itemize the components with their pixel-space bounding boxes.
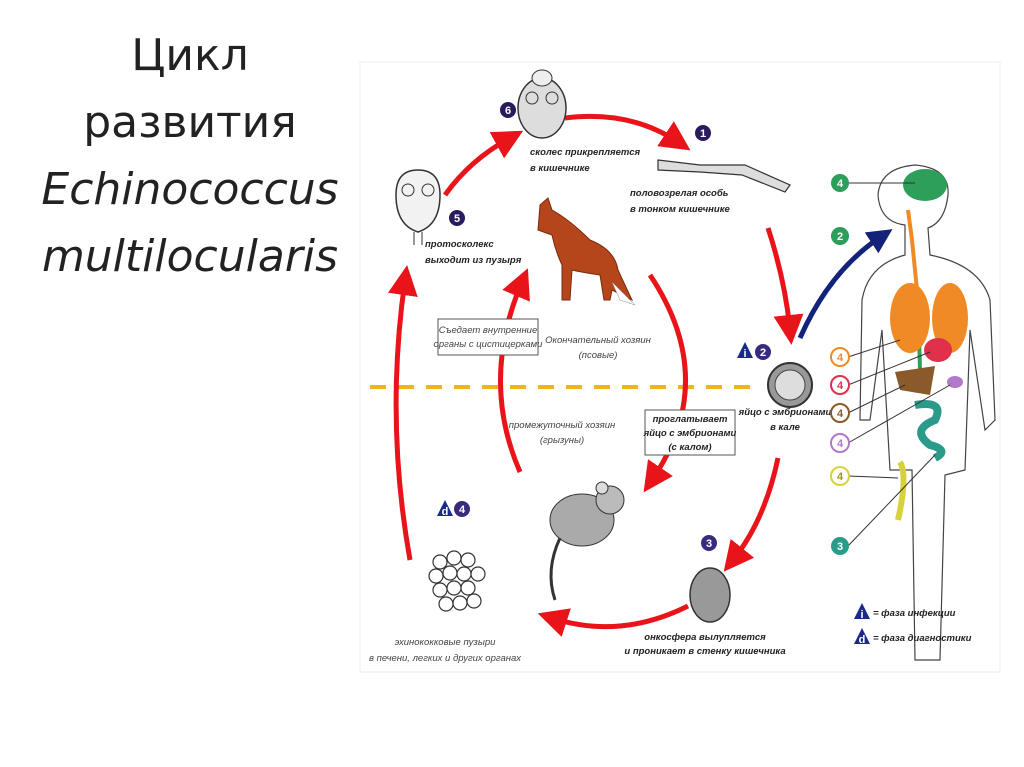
- intermediate-host-label: промежуточный хозяин: [509, 420, 616, 431]
- title-line: Цикл: [131, 30, 249, 81]
- protoscolex-label: протосколекс: [425, 239, 494, 250]
- arrow-to-human: [797, 229, 893, 340]
- stage-number-5: [449, 210, 465, 226]
- diagram-text: Съедает внутренние: [439, 325, 538, 336]
- diagram-text: (с калом): [668, 442, 711, 453]
- arrow-1-to-2: [765, 227, 804, 345]
- diagram-text: 2: [837, 231, 843, 243]
- intermediate-host-label: (грызуны): [540, 435, 584, 446]
- arrow-4-to-5: [388, 265, 418, 561]
- legend-diagnostic-text: = фаза диагностики: [873, 633, 972, 644]
- rodent-illustration: [549, 481, 625, 601]
- arrow-6-to-1: [564, 113, 691, 151]
- diagnostic-phase-marker: [437, 500, 453, 516]
- cysts-illustration: [428, 550, 486, 612]
- stage-number-4: [454, 501, 470, 517]
- diagram-text: 5: [454, 213, 460, 225]
- stage-number-2: [755, 344, 771, 360]
- diagram-text: 4: [459, 504, 466, 516]
- egg-illustration: [767, 362, 813, 408]
- arrow-5-to-6: [442, 130, 524, 197]
- marker-lungs: 4: [830, 339, 901, 367]
- diagram-text: яйцо с эмбрионами: [643, 428, 737, 439]
- diagram-text: 3: [706, 538, 712, 550]
- diagram-text: 4: [837, 352, 844, 364]
- definitive-host-label: (псовые): [579, 350, 618, 361]
- diagram-text: 4: [837, 178, 844, 190]
- diagram-text: i: [860, 609, 863, 621]
- diagram-text: 4: [837, 438, 844, 450]
- oncosphere-illustration: [689, 567, 731, 623]
- adult-label: в тонком кишечнике: [630, 204, 731, 215]
- stage-number-1: [695, 125, 711, 141]
- marker-mouth: 2: [831, 227, 849, 245]
- diagram-text: d: [442, 506, 449, 518]
- legend-infection-text: = фаза инфекции: [873, 608, 956, 619]
- definitive-host-label: Окончательный хозяин: [545, 335, 652, 346]
- legend: i = фаза инфекции d = фаза диагностики: [854, 603, 972, 646]
- scolex-label: сколес прикрепляется: [530, 147, 641, 158]
- arrow-2-to-3: [723, 457, 781, 572]
- cysts-label: в печени, легких и других органах: [369, 653, 522, 664]
- infection-phase-marker: [737, 342, 753, 358]
- fox-illustration: [537, 197, 636, 306]
- arrow-rodent-to-fox: [498, 268, 530, 473]
- marker-spleen: 4: [830, 384, 951, 453]
- stage-number-3: [701, 535, 717, 551]
- marker-brain: 4: [831, 174, 915, 192]
- title-line: развития: [83, 97, 297, 148]
- human-organ-markers: 4 2 4 4 4 4 4 3: [830, 174, 951, 555]
- marker-intestine: 3: [831, 454, 936, 555]
- marker-heart: 4: [830, 351, 931, 395]
- oncosphere-label: онкосфера вылупляется: [644, 632, 766, 643]
- adult-label: половозрелая особь: [630, 188, 729, 199]
- arrow-3-to-4: [537, 603, 690, 637]
- marker-liver: 4: [830, 384, 906, 423]
- legend-infection-marker: [854, 603, 870, 619]
- swallows-egg-box: [644, 409, 736, 456]
- stage-number-text: 6: [505, 105, 511, 117]
- cysts-label: эхинококковые пузыри: [395, 637, 497, 648]
- eats-organs-box: [437, 318, 539, 356]
- diagram-text: 4: [837, 471, 844, 483]
- slide-title: Цикл развития Echinococcus multiloculari…: [20, 22, 360, 290]
- scolex-label: в кишечнике: [530, 163, 590, 174]
- diagram-text: органы с цистицерками: [434, 339, 544, 350]
- scolex-illustration: [517, 69, 567, 139]
- oncosphere-label: и проникает в стенку кишечника: [624, 646, 785, 657]
- diagram-text: d: [859, 634, 866, 646]
- human-illustration: [859, 164, 996, 661]
- diagram-text: 1: [700, 128, 706, 140]
- diagram-text: i: [743, 348, 746, 360]
- protoscolex-label: выходит из пузыря: [425, 255, 522, 266]
- diagram-text: проглатывает: [653, 414, 728, 425]
- egg-label: в кале: [770, 422, 800, 433]
- diagram-text: 2: [760, 347, 766, 359]
- title-line-species-name: multilocularis: [41, 231, 339, 282]
- protoscolex-illustration: [395, 169, 441, 245]
- title-line-species-genus: Echinococcus: [41, 164, 339, 215]
- diagram-text: 3: [837, 541, 843, 553]
- diagram-text: 4: [837, 408, 844, 420]
- legend-diagnostic-marker: [854, 628, 870, 644]
- stage-number-6: [500, 102, 516, 118]
- diagram-text: 4: [837, 380, 844, 392]
- egg-label: яйцо с эмбрионами: [738, 407, 832, 418]
- adult-worm-illustration: [657, 159, 791, 193]
- marker-bone: 4: [830, 466, 899, 486]
